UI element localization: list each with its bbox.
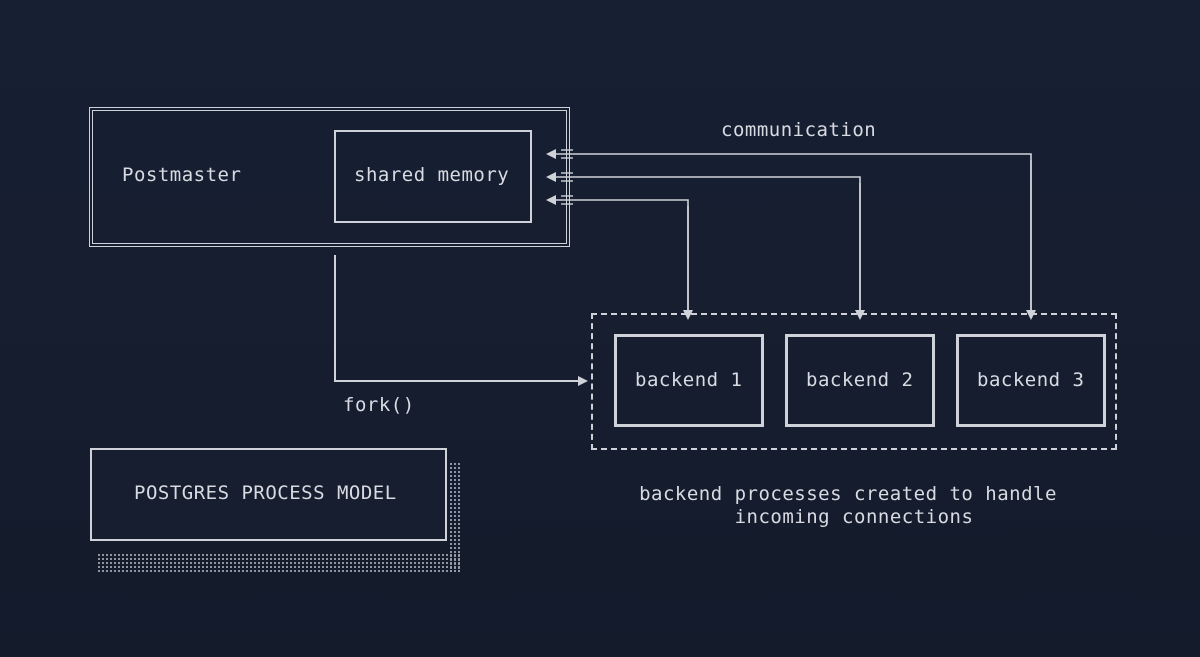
backend-caption-line1: backend processes created to handle: [639, 483, 1057, 505]
crossing-marks: [561, 149, 573, 205]
comm-line-backend-1: [546, 195, 689, 310]
fork-label: fork(): [343, 394, 415, 416]
shared-memory-box: [334, 130, 532, 223]
title-box-shadow-bottom: [97, 553, 462, 572]
title-box: [90, 448, 447, 541]
shared-memory-label: shared memory: [354, 164, 510, 186]
backend-1-label: backend 1: [635, 369, 743, 391]
backend-group-box: [591, 313, 1117, 450]
backend-2-box: [785, 334, 935, 427]
comm-line-backend-2: [546, 172, 861, 310]
backend-caption-line2: incoming connections: [734, 506, 974, 528]
title-box-label: POSTGRES PROCESS MODEL: [134, 482, 397, 504]
backend-3-box: [956, 334, 1106, 427]
fork-arrow: [334, 255, 588, 386]
communication-label: communication: [721, 119, 877, 141]
backend-3-label: backend 3: [977, 369, 1085, 391]
postmaster-label: Postmaster: [122, 164, 242, 186]
backend-2-label: backend 2: [806, 369, 914, 391]
title-box-shadow-right: [449, 462, 462, 572]
backend-1-box: [614, 334, 764, 427]
